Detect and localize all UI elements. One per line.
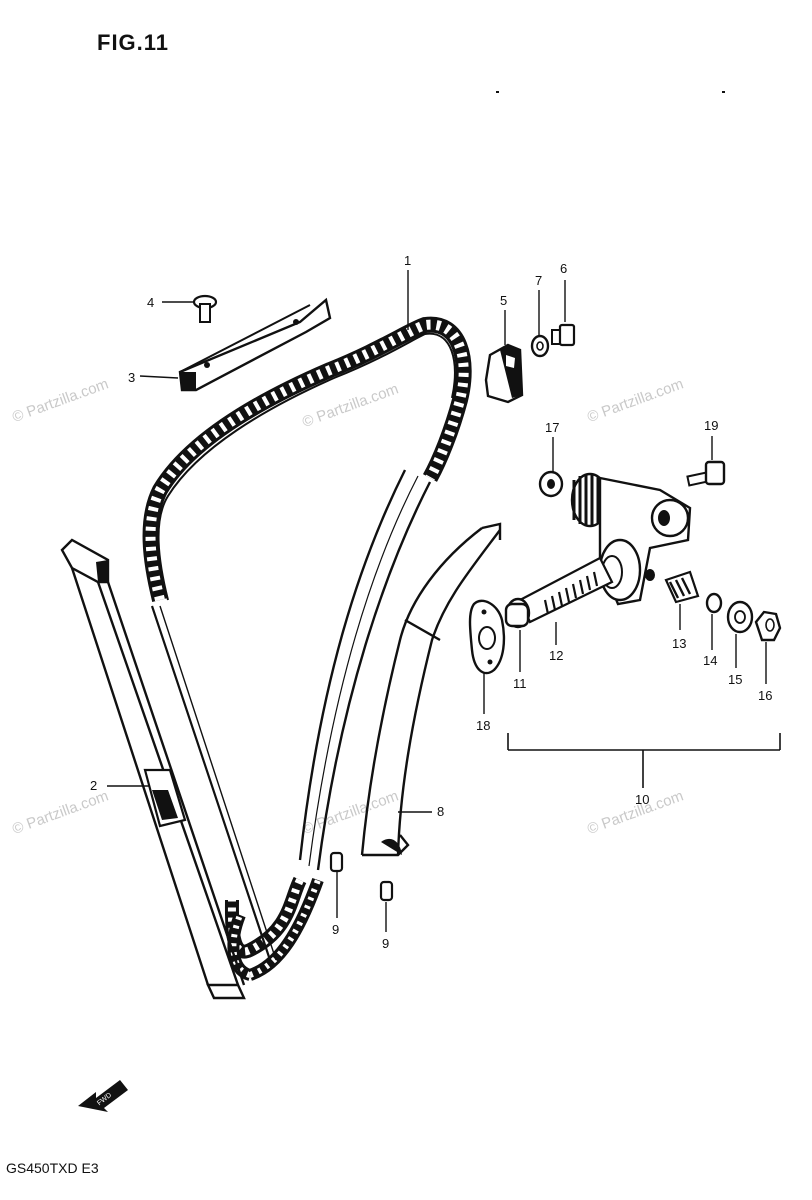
part-6-bolt [551, 323, 576, 347]
callout-16: 16 [758, 688, 772, 703]
part-4-bolt [192, 294, 218, 323]
figure-title: FIG.11 [97, 30, 170, 55]
callout-8: 8 [437, 804, 444, 819]
callout-18: 18 [476, 718, 490, 733]
callout-1: 1 [404, 253, 411, 268]
callout-7: 7 [535, 273, 542, 288]
callout-12: 12 [549, 648, 563, 663]
callout-4: 4 [147, 295, 154, 310]
part-11-rod-head [504, 597, 531, 629]
callout-14: 14 [703, 653, 717, 668]
part-19-bolt [686, 460, 726, 487]
callout-labels: 1 2 3 4 5 6 7 8 9 9 10 11 12 13 14 15 16… [90, 253, 772, 951]
part-5-pad [484, 343, 524, 404]
callout-2: 2 [90, 778, 97, 793]
part-8-tensioner-guide [360, 522, 502, 857]
part-1-cam-chain [142, 316, 472, 981]
callout-9a: 9 [332, 922, 339, 937]
part-12-push-rod [518, 556, 614, 624]
callout-10: 10 [635, 792, 649, 807]
part-10-tensioner-body [570, 472, 692, 606]
callout-19: 19 [704, 418, 718, 433]
leader-lines [107, 270, 767, 932]
callout-15: 15 [728, 672, 742, 687]
part-18-gasket [468, 599, 506, 675]
chain-guide-rear [298, 469, 432, 871]
callout-17: 17 [545, 420, 559, 435]
callout-5: 5 [500, 293, 507, 308]
part-17-nut [538, 470, 564, 498]
part-14-ring [705, 592, 723, 614]
callout-9b: 9 [382, 936, 389, 951]
part-2-chain-guide-left [60, 538, 277, 1000]
forward-arrow-icon: FWD [78, 1080, 128, 1112]
callout-13: 13 [672, 636, 686, 651]
callout-3: 3 [128, 370, 135, 385]
callout-6: 6 [560, 261, 567, 276]
part-7-washer [530, 334, 550, 358]
part-9-dampers [329, 851, 394, 902]
part-13-spring [664, 570, 700, 604]
model-code: GS450TXD E3 [6, 1160, 99, 1176]
part-16-nut [754, 610, 782, 642]
part-15-washer [726, 600, 754, 634]
assembly-10-bracket [507, 733, 781, 788]
callout-11: 11 [513, 676, 527, 691]
part-3-chain-guide-top [178, 297, 332, 392]
